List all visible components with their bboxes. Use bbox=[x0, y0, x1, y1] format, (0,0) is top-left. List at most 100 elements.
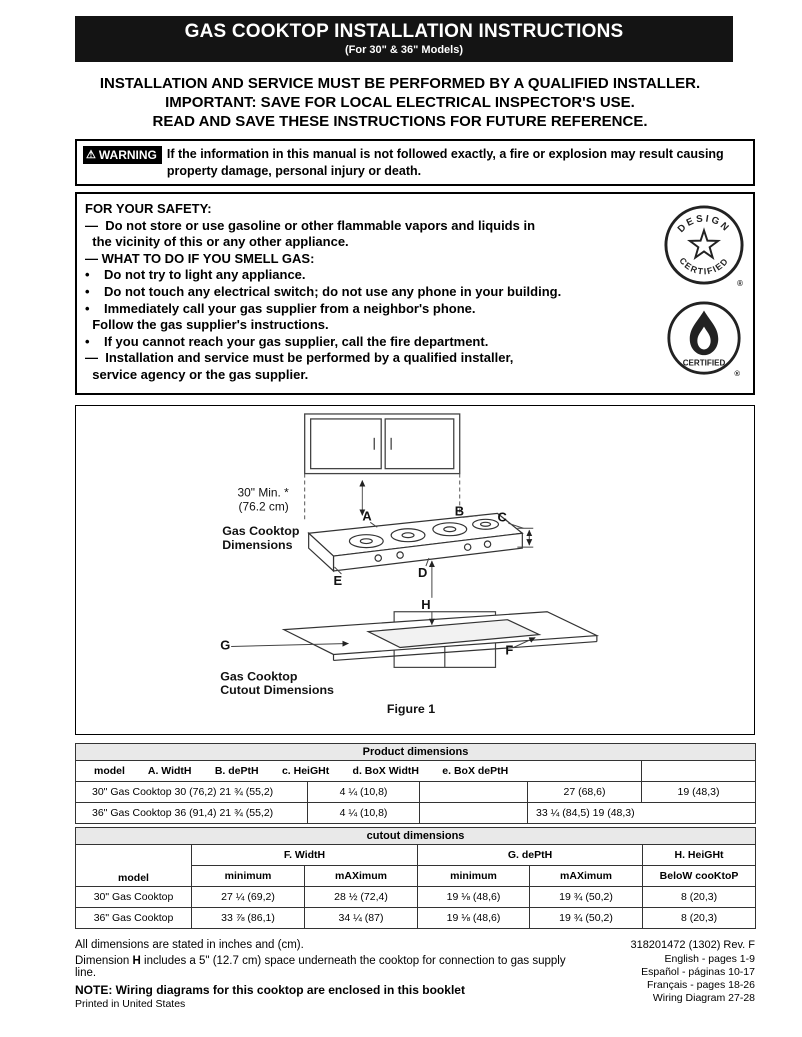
document-subtitle: (For 30" & 36" Models) bbox=[344, 44, 463, 56]
cutout-header-model: model bbox=[75, 843, 192, 887]
dim-label-a: A bbox=[362, 508, 371, 523]
dimension-h-note: Dimension H includes a 5" (12.7 cm) spac… bbox=[75, 955, 570, 979]
cutout-group-g-depth: G. dePtH bbox=[417, 843, 643, 866]
dim-label-f: F bbox=[505, 642, 513, 657]
document-content: GAS COOKTOP INSTALLATION INSTRUCTIONS (F… bbox=[74, 16, 757, 1010]
cutout-gmin-36: 19 ⅛ (48,6) bbox=[417, 906, 530, 929]
cutout-sub-g-min: minimum bbox=[417, 864, 530, 887]
safety-line-8: • If you cannot reach your gas supplier,… bbox=[85, 333, 489, 349]
warning-badge: ⚠ WARNING bbox=[83, 146, 162, 164]
cutout-h-30: 8 (20,3) bbox=[641, 885, 757, 908]
language-pages-english: English - pages 1-9 bbox=[664, 952, 755, 965]
safety-title: FOR YOUR SAFETY: bbox=[85, 201, 212, 216]
cutout-sub-f-min: minimum bbox=[191, 864, 305, 887]
document-title: GAS COOKTOP INSTALLATION INSTRUCTIONS bbox=[184, 21, 624, 42]
cutout-table-title: cutout dimensions bbox=[74, 826, 757, 845]
table-row-36-inch: 36" Gas Cooktop 36 (91,4) 21 ¾ (55,2) 4 … bbox=[75, 801, 757, 824]
safety-line-7: Follow the gas supplier's instructions. bbox=[85, 317, 329, 333]
flame-badge-label: CERTIFIED bbox=[683, 359, 726, 368]
clearance-label-cm: (76.2 cm) bbox=[238, 499, 288, 513]
dim-label-b: B bbox=[455, 503, 464, 518]
cell-height-30: 4 ¼ (10,8) bbox=[307, 780, 420, 803]
cutout-fmin-30: 27 ¼ (69,2) bbox=[191, 885, 305, 908]
wall-cabinet-drawing bbox=[304, 412, 461, 474]
dimension-h-prefix: Dimension bbox=[75, 954, 133, 967]
cutout-dims-label-line2: Cutout Dimensions bbox=[220, 683, 334, 697]
safety-line-4: • Do not try to light any appliance. bbox=[85, 267, 306, 283]
warning-badge-label: WARNING bbox=[98, 148, 157, 162]
dim-label-g: G bbox=[220, 637, 230, 652]
dimensions-note: All dimensions are stated in inches and … bbox=[75, 938, 304, 951]
cutout-h-36: 8 (20,3) bbox=[641, 906, 757, 929]
footer: All dimensions are stated in inches and … bbox=[75, 939, 755, 1010]
dim-label-d: D bbox=[418, 564, 427, 579]
wiring-diagram-note: NOTE: Wiring diagrams for this cooktop a… bbox=[75, 982, 465, 997]
cell-model-36: 36" Gas Cooktop 36 (91,4) 21 ¾ (55,2) bbox=[75, 801, 308, 824]
cutout-model-36: 36" Gas Cooktop bbox=[75, 906, 192, 929]
safety-line-9: — Installation and service must be perfo… bbox=[85, 350, 514, 366]
flame-certified-badge: CERTIFIED ® bbox=[667, 301, 741, 378]
safety-line-5: • Do not touch any electrical switch; do… bbox=[85, 283, 562, 299]
cutout-sub-below-cooktop: BeloW cooKtoP bbox=[641, 864, 757, 887]
certification-badges: DESIGN CERTIFIED ® CERTIFIED ® bbox=[663, 204, 745, 378]
figure-box: 30" Min. * (76.2 cm) bbox=[75, 404, 755, 735]
notice-line-3: READ AND SAVE THESE INSTRUCTIONS FOR FUT… bbox=[152, 113, 648, 130]
table-row-30-inch: 30" Gas Cooktop 30 (76,2) 21 ¾ (55,2) 4 … bbox=[75, 780, 757, 803]
printed-in-note: Printed in United States bbox=[75, 997, 186, 1010]
dim-label-e: E bbox=[334, 572, 343, 587]
cutout-gmin-30: 19 ⅛ (48,6) bbox=[417, 885, 530, 908]
cutout-sub-g-max: mAXimum bbox=[529, 864, 643, 887]
warning-text: If the information in this manual is not… bbox=[166, 147, 724, 178]
language-pages-spanish: Español - páginas 10-17 bbox=[641, 965, 755, 978]
cooktop-dims-label-line1: Gas Cooktop bbox=[222, 524, 300, 538]
product-table-header-empty bbox=[640, 759, 757, 782]
dim-label-c: C bbox=[497, 509, 506, 524]
wiring-diagram-pages: Wiring Diagram 27-28 bbox=[652, 991, 755, 1004]
design-badge-reg-mark: ® bbox=[737, 279, 743, 288]
countertop-cutout-drawing bbox=[281, 610, 600, 661]
safety-line-6: • Immediately call your gas supplier fro… bbox=[85, 300, 476, 316]
product-dimensions-table: Product dimensions model A. WidtH B. deP… bbox=[74, 742, 757, 824]
cutout-fmax-36: 34 ¼ (87) bbox=[304, 906, 418, 929]
installer-notice: INSTALLATION AND SERVICE MUST BE PERFORM… bbox=[75, 74, 725, 131]
document-title-bar: GAS COOKTOP INSTALLATION INSTRUCTIONS (F… bbox=[75, 16, 733, 62]
cell-box-dims-36: 33 ¼ (84,5) 19 (48,3) bbox=[526, 801, 757, 824]
cutout-row-30-inch: 30" Gas Cooktop 27 ¼ (69,2) 28 ½ (72,4) … bbox=[75, 885, 757, 908]
dimension-h-letter: H bbox=[132, 954, 141, 967]
cell-box-width-30: 27 (68,6) bbox=[527, 780, 642, 803]
dim-label-h: H bbox=[421, 596, 430, 611]
safety-line-3: — WHAT TO DO IF YOU SMELL GAS: bbox=[85, 250, 315, 266]
figure-caption: Figure 1 bbox=[387, 702, 435, 716]
cell-height-36: 4 ¼ (10,8) bbox=[307, 801, 420, 824]
cutout-row-36-inch: 36" Gas Cooktop 33 ⅞ (86,1) 34 ¼ (87) 19… bbox=[75, 906, 757, 929]
cutout-model-30: 30" Gas Cooktop bbox=[75, 885, 192, 908]
safety-box: FOR YOUR SAFETY: — Do not store or use g… bbox=[75, 192, 755, 395]
warning-box: ⚠ WARNING If the information in this man… bbox=[75, 139, 755, 186]
cutout-dimensions-table: cutout dimensions model F. WidtH G. dePt… bbox=[74, 826, 757, 929]
figure-1-diagram: 30" Min. * (76.2 cm) bbox=[220, 412, 600, 716]
cell-empty-36 bbox=[419, 801, 528, 824]
footer-left: All dimensions are stated in inches and … bbox=[75, 939, 570, 1010]
cutout-sub-f-max: mAXimum bbox=[304, 864, 418, 887]
star-icon bbox=[687, 227, 721, 261]
clearance-dimension bbox=[304, 473, 461, 520]
safety-line-2: the vicinity of this or any other applia… bbox=[85, 234, 349, 250]
notice-line-2: IMPORTANT: SAVE FOR LOCAL ELECTRICAL INS… bbox=[165, 94, 635, 111]
product-table-title: Product dimensions bbox=[74, 742, 757, 761]
safety-line-10: service agency or the gas supplier. bbox=[85, 366, 309, 382]
flame-icon bbox=[689, 310, 719, 356]
safety-line-1: — Do not store or use gasoline or other … bbox=[85, 217, 536, 233]
dimension-h-rest: includes a 5" (12.7 cm) space underneath… bbox=[75, 954, 566, 979]
clearance-label-inches: 30" Min. * bbox=[238, 485, 290, 499]
cutout-gmax-30: 19 ¾ (50,2) bbox=[529, 885, 643, 908]
cutout-fmax-30: 28 ½ (72,4) bbox=[304, 885, 418, 908]
cutout-group-h-height: H. HeiGHt bbox=[641, 843, 757, 866]
cutout-dimension-leaders bbox=[231, 560, 536, 648]
design-certified-badge: DESIGN CERTIFIED ® bbox=[664, 205, 744, 288]
part-number: 318201472 (1302) Rev. F bbox=[630, 938, 755, 951]
cell-empty-30 bbox=[419, 780, 528, 803]
language-pages-french: Français - pages 18-26 bbox=[647, 978, 755, 991]
cutout-dims-label-line1: Gas Cooktop bbox=[220, 669, 298, 683]
cutout-group-f-width: F. WidtH bbox=[191, 843, 418, 866]
